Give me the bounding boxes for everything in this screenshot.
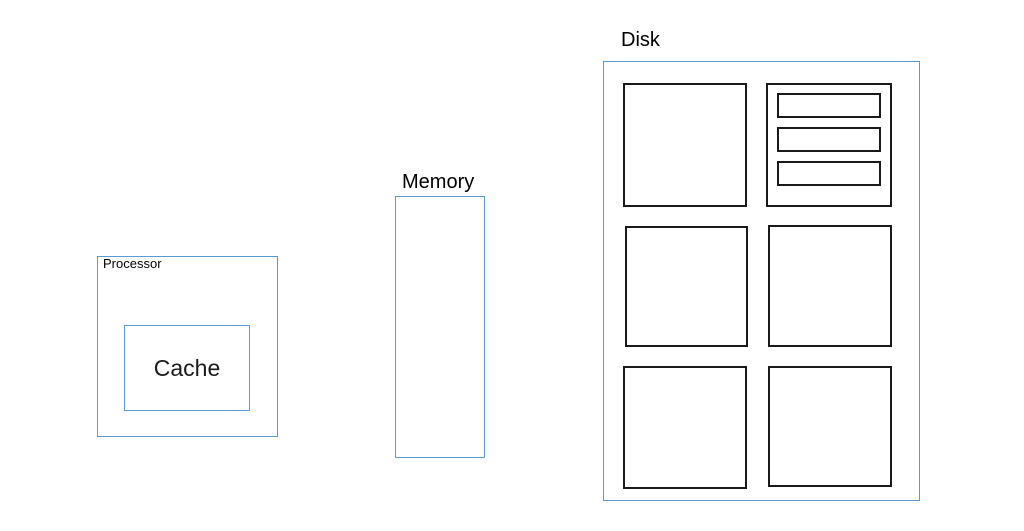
cache-label: Cache — [153, 354, 221, 381]
disk-label: Disk — [621, 29, 660, 51]
memory-box[interactable] — [395, 196, 485, 458]
processor-label: Processor — [103, 256, 162, 271]
disk-sector-3[interactable] — [777, 161, 881, 186]
disk-block-bottom-left[interactable] — [623, 366, 747, 489]
disk-block-bottom-right[interactable] — [768, 366, 892, 487]
disk-block-middle-left[interactable] — [625, 226, 748, 347]
disk-block-top-left[interactable] — [623, 83, 747, 207]
disk-block-middle-right[interactable] — [768, 225, 892, 347]
disk-sector-2[interactable] — [777, 127, 881, 152]
disk-sector-1[interactable] — [777, 93, 881, 118]
memory-label: Memory — [402, 171, 475, 193]
cache-box[interactable]: Cache — [124, 325, 250, 411]
